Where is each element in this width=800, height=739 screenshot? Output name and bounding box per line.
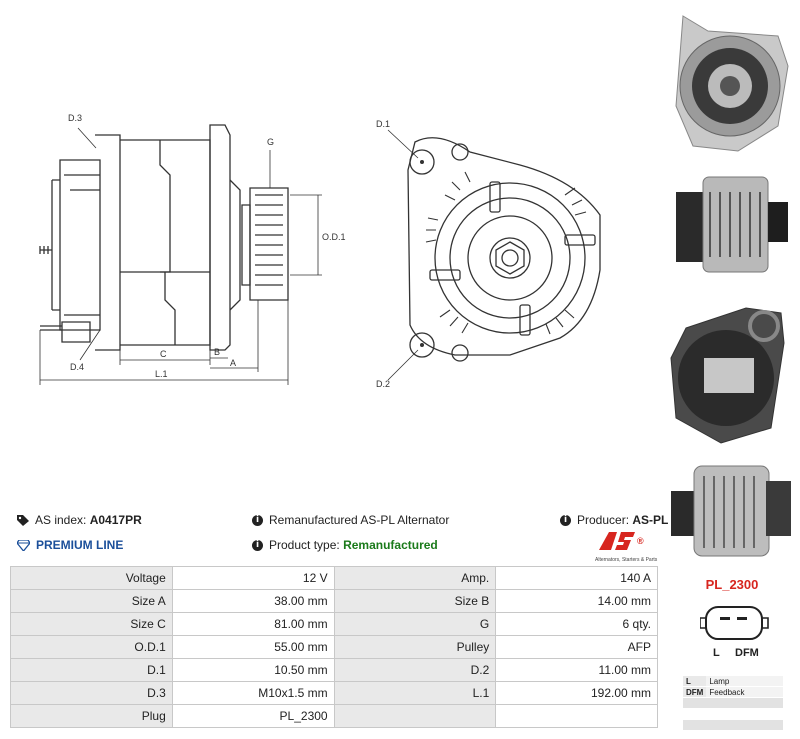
product-type-value: Remanufactured [343, 538, 438, 552]
tag-icon [17, 515, 29, 527]
product-photo-front [675, 15, 789, 152]
producer-label: Producer: [577, 513, 630, 527]
spec-value: 6 qty. [495, 612, 658, 636]
spec-label: Voltage [10, 566, 173, 590]
spec-value: 10.50 mm [171, 658, 335, 682]
spec-value: 38.00 mm [171, 589, 335, 613]
table-row: Size C 81.00 mm G 6 qty. [10, 612, 658, 636]
plug-title: PL_2300 [705, 577, 759, 592]
spec-value: 140 A [495, 566, 658, 590]
legend-value: Feedback [706, 686, 783, 698]
premium-line-badge: PREMIUM LINE [17, 538, 123, 552]
producer-info: i Producer: AS-PL [560, 513, 668, 527]
premium-line-text: PREMIUM LINE [36, 538, 124, 552]
spec-label: Size B [333, 589, 497, 613]
description-text: Remanufactured AS-PL Alternator [269, 513, 450, 527]
legend-key: DFM [683, 686, 707, 698]
front-view-drawing: D.1 D.2 [376, 119, 601, 389]
info-icon: i [560, 515, 571, 527]
label-d4: D.4 [70, 362, 84, 372]
spec-value: 192.00 mm [495, 681, 658, 705]
description-info: i Remanufactured AS-PL Alternator [252, 513, 449, 527]
spec-label: Amp. [333, 566, 497, 590]
product-photo-angle [671, 465, 791, 557]
as-index-value: A0417PR [89, 513, 142, 527]
label-c: C [160, 349, 167, 359]
spec-label: O.D.1 [10, 635, 173, 659]
table-row: Size A 38.00 mm Size B 14.00 mm [10, 589, 658, 613]
table-row: D.3 M10x1.5 mm L.1 192.00 mm [10, 681, 658, 705]
side-view-drawing: D.3 D.4 G O.D.1 C B A L.1 [39, 113, 346, 385]
info-icon: i [252, 540, 263, 552]
spec-label: G [333, 612, 497, 636]
logo-tagline: Alternators, Starters & Parts [595, 557, 658, 563]
plug-legend-table: L Lamp DFM Feedback [683, 676, 783, 731]
label-b: B [214, 347, 220, 357]
as-pl-logo: ® Alternators, Starters & Parts [595, 530, 659, 563]
spec-value [495, 704, 658, 728]
table-row [683, 719, 783, 731]
spec-table: Voltage 12 V Amp. 140 A Size A 38.00 mm … [10, 566, 658, 728]
producer-value: AS-PL [632, 513, 669, 527]
pin-dfm-label: DFM [735, 647, 759, 659]
as-index-label: AS index: [35, 513, 87, 527]
table-row: D.1 10.50 mm D.2 11.00 mm [10, 658, 658, 682]
product-type-info: i Product type: Remanufactured [252, 538, 438, 552]
label-d3: D.3 [68, 113, 82, 123]
label-od1: O.D.1 [322, 232, 346, 242]
as-index-info: AS index: A0417PR [17, 513, 142, 527]
label-d2: D.2 [376, 379, 390, 389]
label-g: G [267, 137, 274, 147]
svg-text:®: ® [637, 536, 644, 546]
table-row: L Lamp [683, 676, 783, 687]
spec-value: PL_2300 [171, 704, 335, 728]
table-row: Plug PL_2300 [10, 704, 658, 728]
label-l1: L.1 [155, 369, 168, 379]
product-photo-rear [670, 307, 785, 444]
info-icon: i [252, 515, 263, 527]
table-row: O.D.1 55.00 mm Pulley AFP [10, 635, 658, 659]
spec-value: 81.00 mm [171, 612, 335, 636]
spec-value: 12 V [171, 566, 335, 590]
table-row [683, 708, 783, 720]
label-a: A [230, 358, 236, 368]
spec-label: D.1 [10, 658, 173, 682]
spec-label: D.3 [10, 681, 173, 705]
plug-connector-diagram [700, 606, 769, 640]
diamond-icon [17, 540, 30, 552]
legend-key: L [683, 676, 707, 687]
spec-label: L.1 [333, 681, 497, 705]
spec-label: D.2 [333, 658, 497, 682]
legend-value: Lamp [706, 676, 783, 687]
table-row: Voltage 12 V Amp. 140 A [10, 566, 658, 590]
spec-label [333, 704, 497, 728]
spec-value: M10x1.5 mm [171, 681, 335, 705]
spec-value: 11.00 mm [495, 658, 658, 682]
spec-label: Plug [10, 704, 173, 728]
table-row: DFM Feedback [683, 686, 783, 698]
spec-value: 55.00 mm [171, 635, 335, 659]
spec-label: Size A [10, 589, 173, 613]
spec-value: 14.00 mm [495, 589, 658, 613]
label-d1: D.1 [376, 119, 390, 129]
product-photo-side [676, 176, 788, 273]
product-type-label: Product type: [269, 538, 340, 552]
spec-label: Size C [10, 612, 173, 636]
spec-label: Pulley [333, 635, 497, 659]
pin-l-label: L [713, 647, 720, 659]
table-row [683, 697, 783, 709]
as-logo-mark: ® [599, 532, 644, 550]
spec-value: AFP [495, 635, 658, 659]
